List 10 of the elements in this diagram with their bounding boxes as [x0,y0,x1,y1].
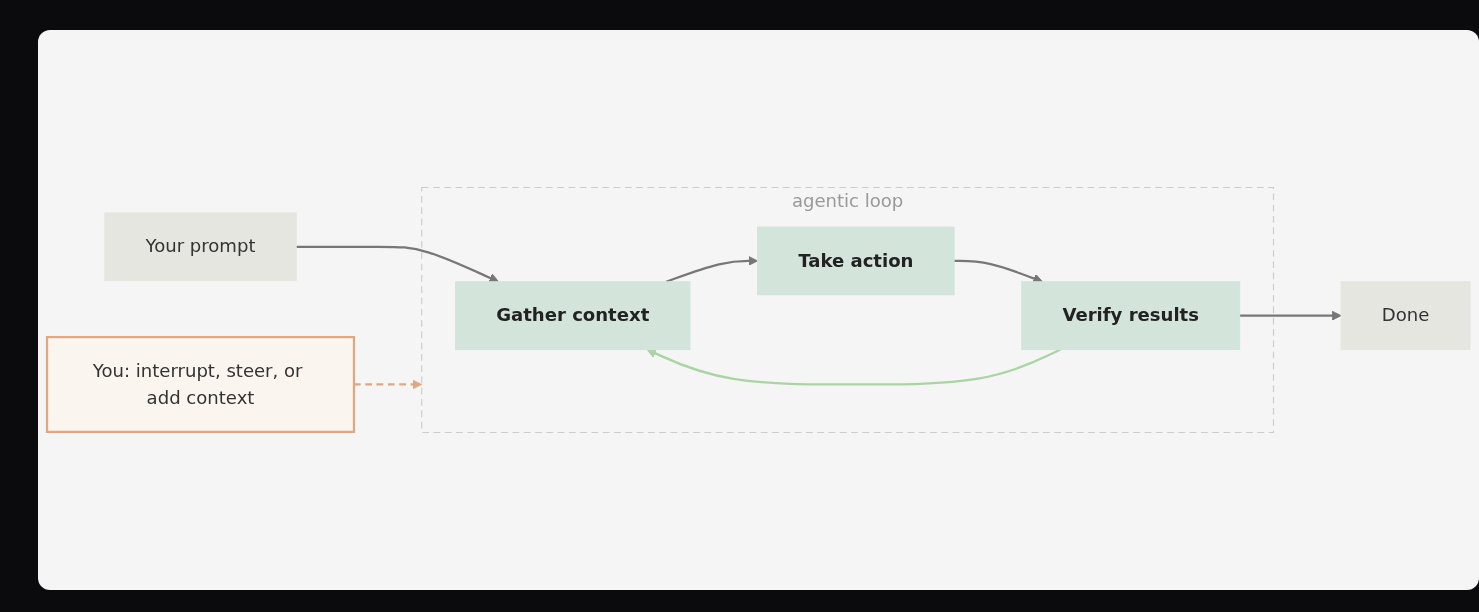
node-box: Take action [757,226,955,296]
node-box: Done [1340,281,1471,351]
arrow [1239,310,1342,321]
arrow [354,379,423,390]
node-box: Gather context [455,281,691,351]
arrow [296,245,499,283]
arrow [646,348,1061,386]
node-box: Your prompt [104,212,297,282]
node-box: You: interrupt, steer, or add context [45,335,356,433]
node-box: Verify results [1021,281,1241,351]
